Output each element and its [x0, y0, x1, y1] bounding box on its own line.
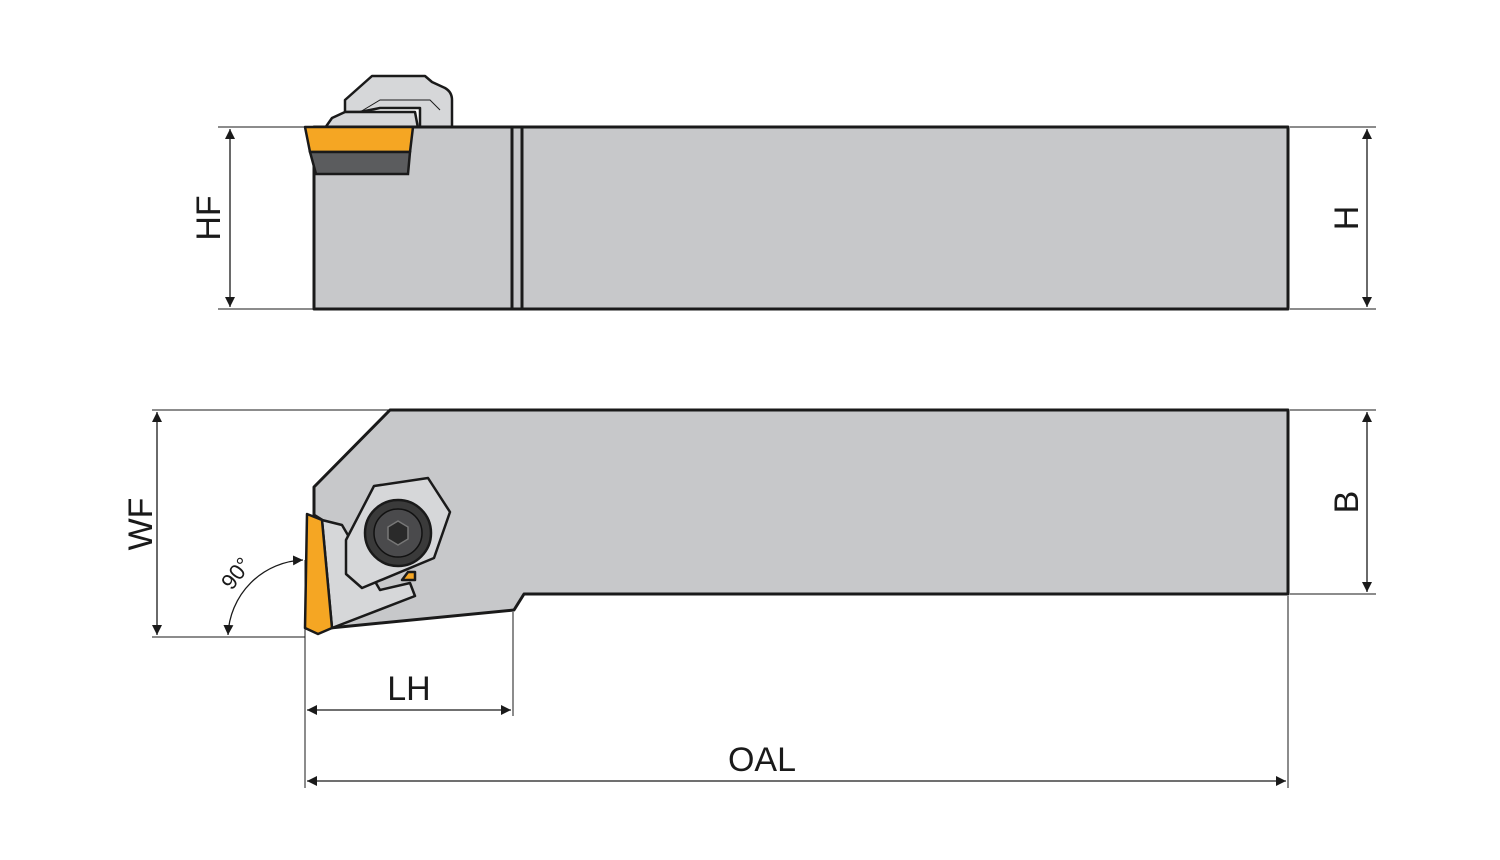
h-dimension: H [1290, 126, 1376, 310]
angle-dimension: 90° [216, 553, 306, 637]
oal-label: OAL [728, 741, 796, 779]
clamp-inner [359, 99, 441, 113]
hf-label: HF [190, 195, 228, 240]
clamp-side [343, 74, 454, 130]
screw-hex-icon [387, 520, 409, 546]
lh-dimension: LH [304, 612, 514, 788]
insert-side-seat [308, 150, 412, 176]
b-label: B [1328, 491, 1366, 514]
angle-label: 90° [216, 553, 256, 595]
wf-label: WF [122, 498, 160, 551]
wf-dimension: WF [122, 409, 390, 638]
top-view [303, 408, 1290, 636]
side-view [303, 74, 1290, 311]
hf-dimension: HF [190, 126, 314, 310]
oal-dimension: OAL [307, 596, 1289, 788]
side-body [312, 125, 1290, 311]
lh-label: LH [387, 670, 430, 708]
angle-arc [223, 555, 304, 636]
h-label: H [1328, 206, 1366, 231]
insert-side [303, 125, 415, 154]
clamp-tip [400, 570, 417, 582]
b-dimension: B [1290, 409, 1376, 595]
top-body [312, 408, 1290, 630]
